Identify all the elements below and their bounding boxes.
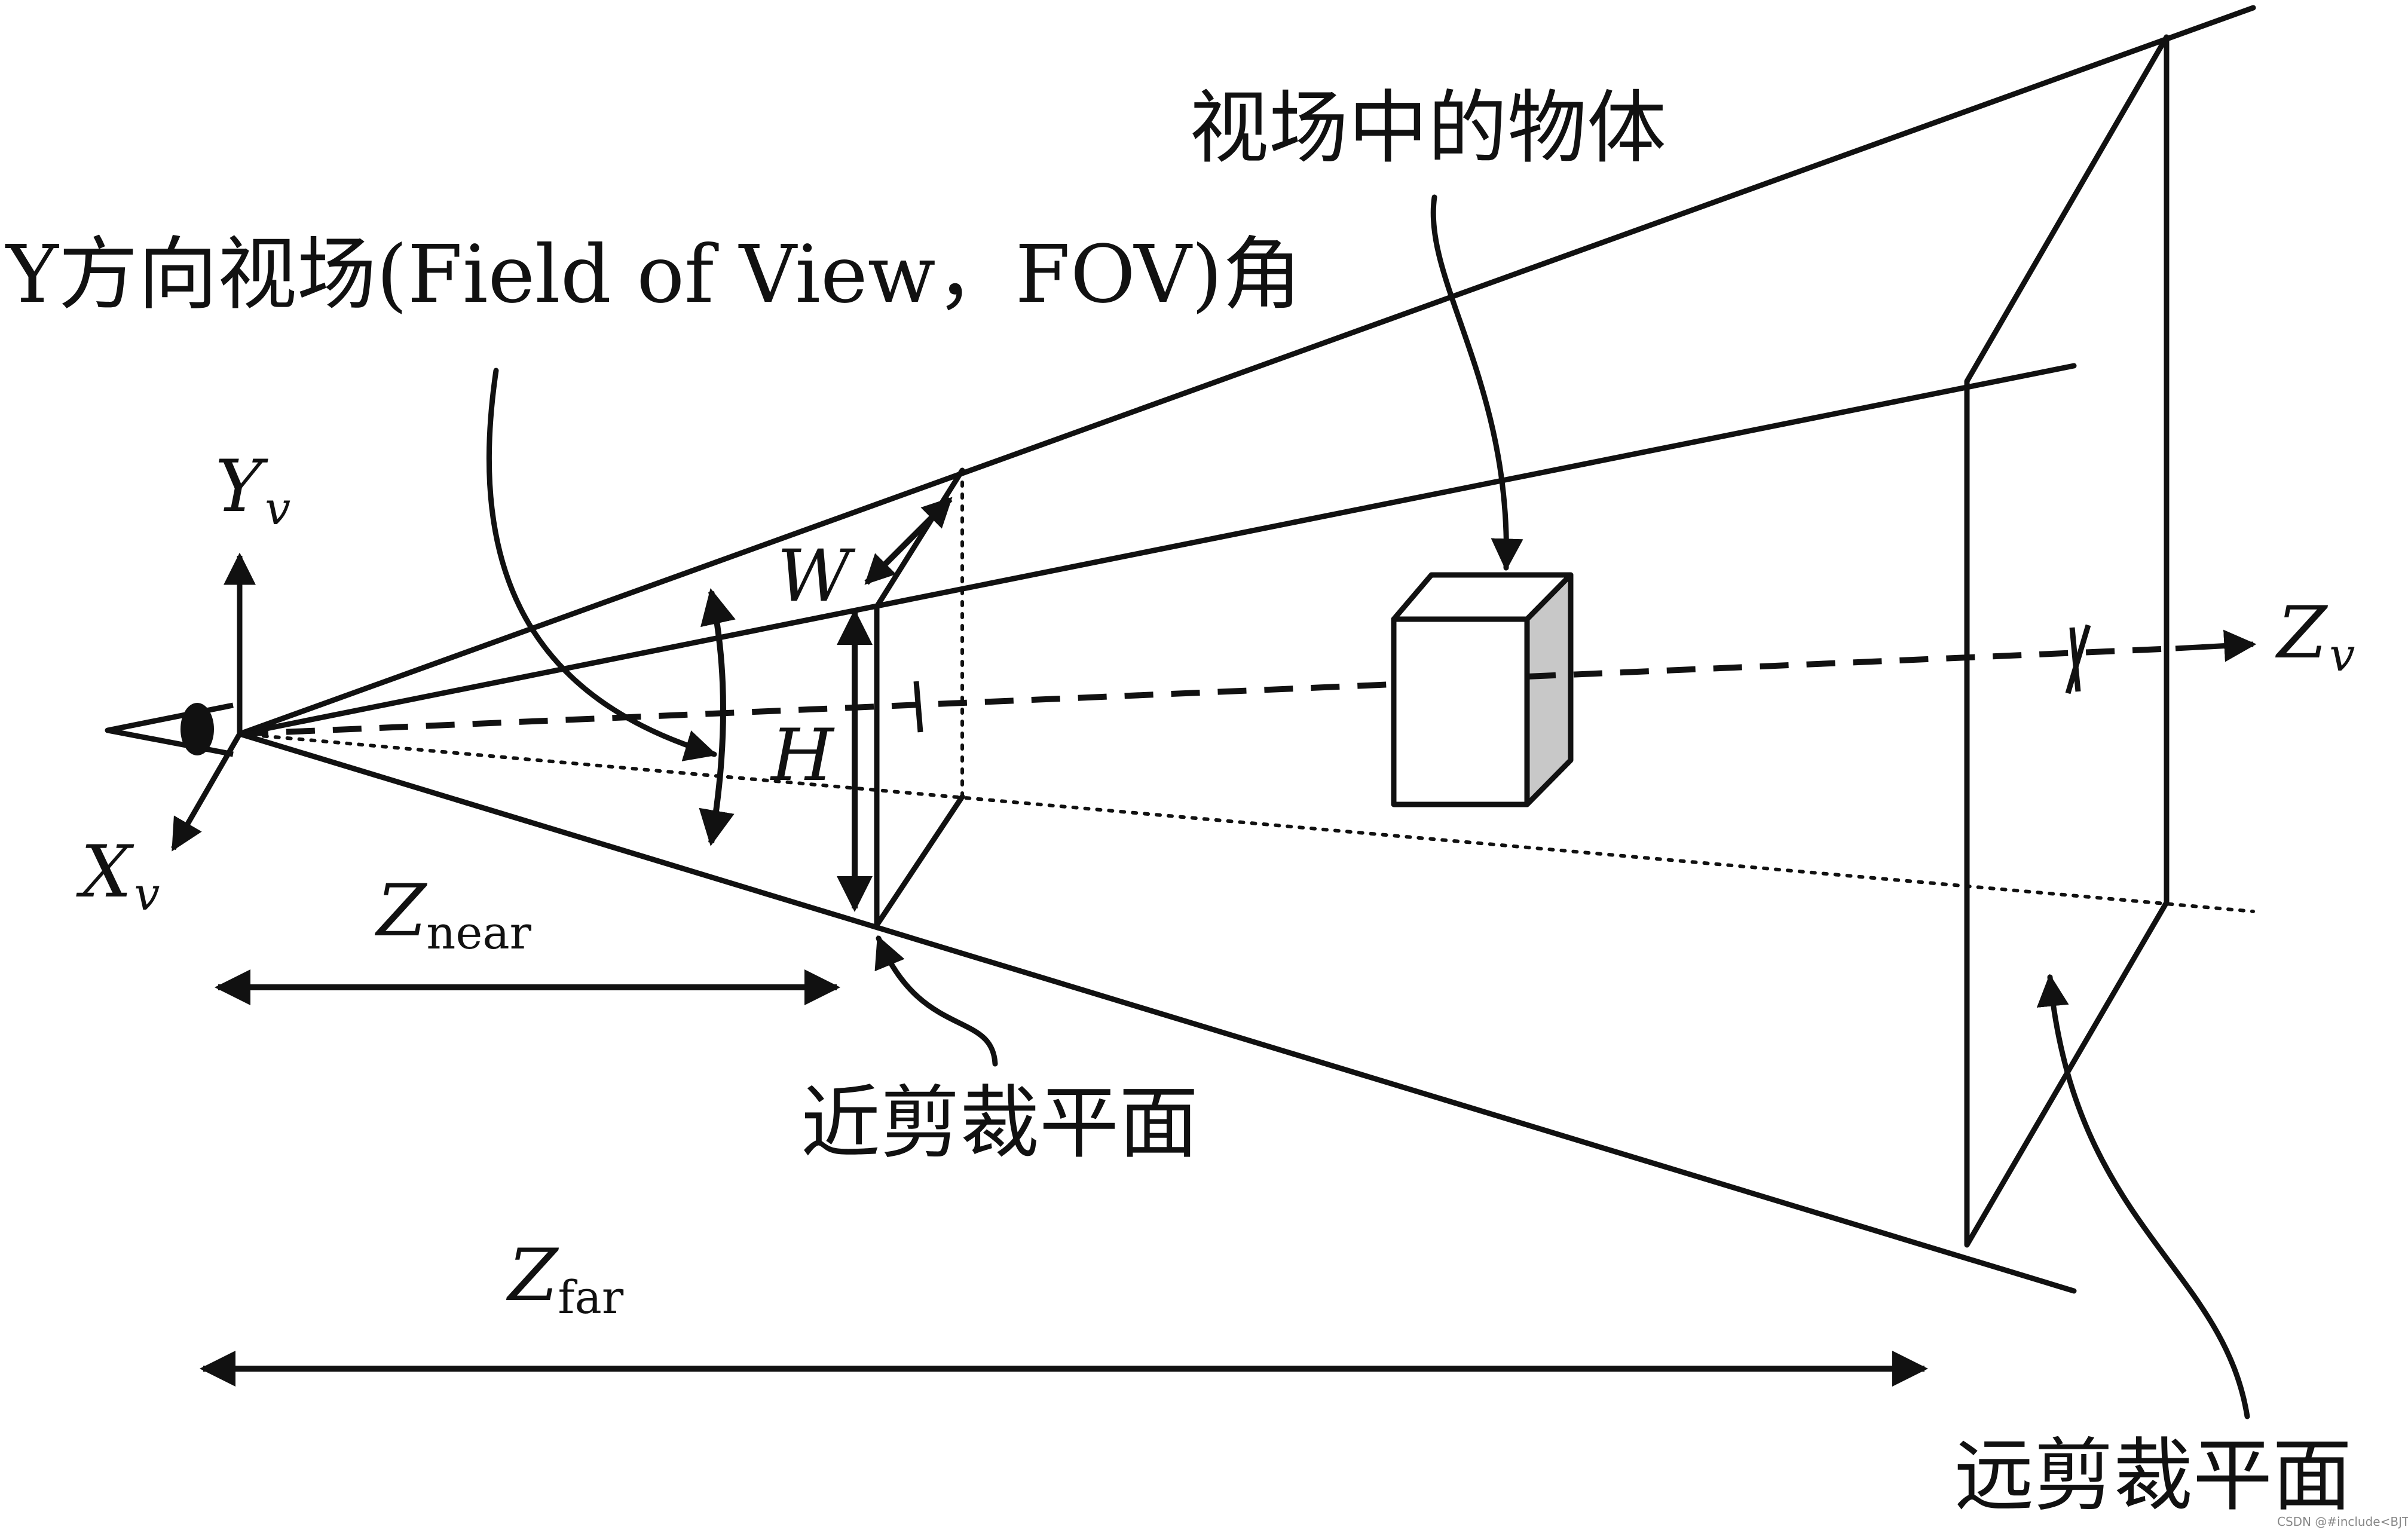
W-label: W (777, 535, 856, 618)
near-plane-leader-curve (874, 935, 998, 1067)
z-far-label: Zfar (506, 1234, 624, 1324)
H-label: H (770, 714, 835, 797)
y-axis-label: Yv (215, 445, 290, 535)
z-axis-main: Z (2275, 592, 2329, 675)
y-axis-sub: v (265, 482, 290, 535)
fov-angle-label: Y方向视场(Field of View，FOV)角 (5, 229, 1302, 321)
bottom-dotted-guide (238, 732, 2255, 913)
x-axis-sub: v (134, 867, 160, 920)
z-far-sub: far (558, 1271, 623, 1324)
z-near-main: Z (374, 870, 428, 953)
z-axis-arrow (2175, 629, 2257, 662)
z-near-label: Znear (374, 870, 532, 959)
z-far-tick-2 (2065, 624, 2091, 694)
far-clip-plane (1964, 34, 2170, 1248)
frustum-top-edge (237, 5, 2256, 737)
x-axis-label: Xv (76, 831, 160, 920)
y-axis-main: Y (215, 445, 268, 528)
object-cube-front (1391, 616, 1530, 807)
z-far-main: Z (506, 1234, 559, 1317)
object-leader-curve (1430, 194, 1523, 571)
z-axis-dashed-1 (239, 681, 1394, 737)
frustum-upper-edge (237, 363, 2077, 737)
x-axis-main: X (76, 831, 134, 914)
fov-leader-curve (486, 368, 718, 761)
z-axis-label: Zv (2275, 592, 2355, 681)
eye-icon (105, 702, 234, 757)
W-dimension-arrow (864, 497, 953, 585)
z-near-tick (913, 681, 923, 733)
z-axis-sub: v (2329, 628, 2355, 681)
near-clip-plane-label: 近剪裁平面 (801, 1078, 1198, 1170)
z-near-sub: near (426, 906, 531, 959)
fov-angle-arc (699, 588, 736, 846)
object-cube-side (1524, 572, 1574, 807)
z-far-tick (2069, 627, 2081, 692)
watermark: CSDN @#include<BJTU> (2277, 1514, 2408, 1529)
frustum-bottom-edge (237, 731, 2077, 1294)
far-plane-leader-curve (2036, 974, 2250, 1419)
z-axis-dashed-2 (1526, 645, 2176, 680)
far-clip-plane-label: 远剪裁平面 (1954, 1430, 2352, 1522)
object-in-view-label: 视场中的物体 (1189, 82, 1666, 175)
